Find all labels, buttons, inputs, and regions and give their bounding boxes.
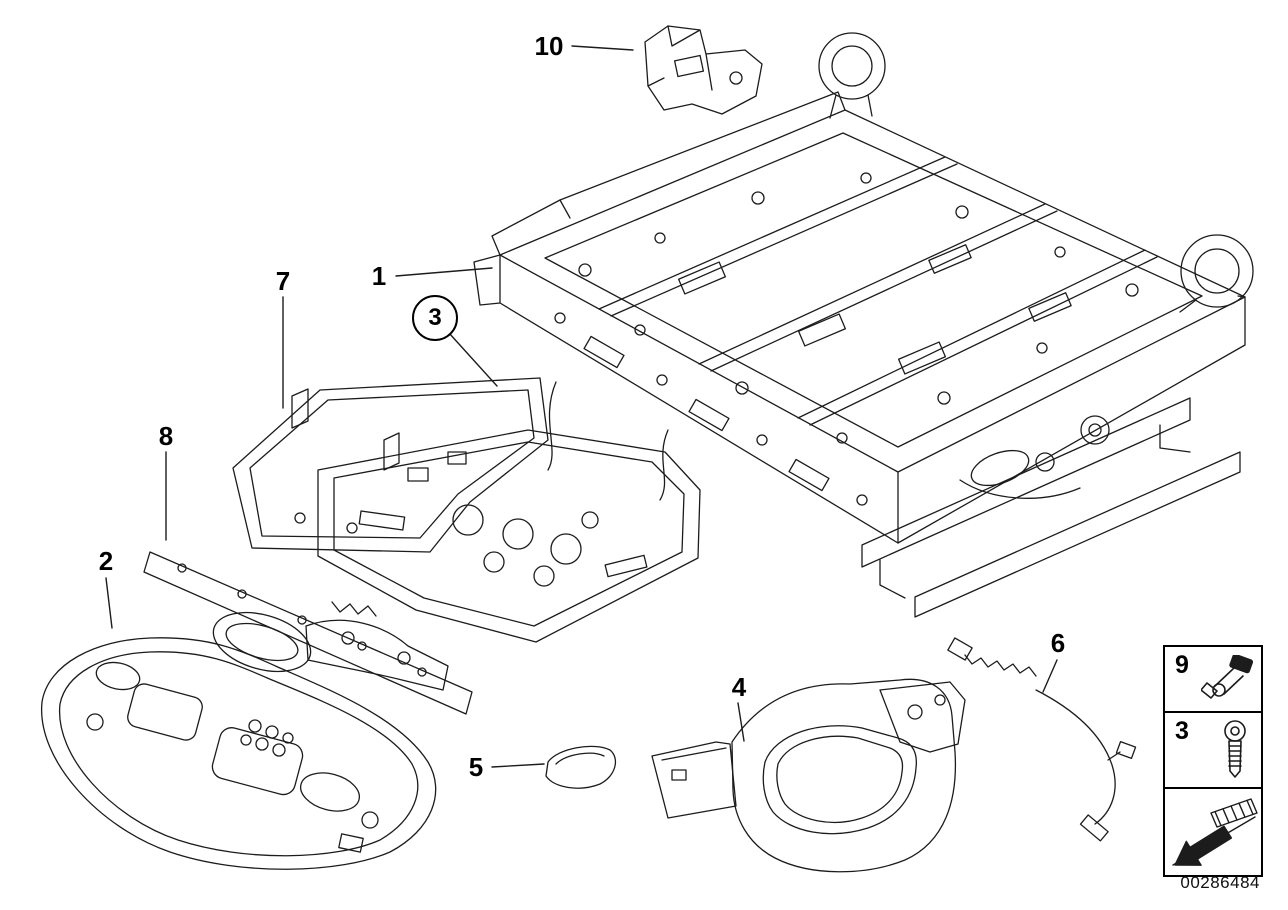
legend-panel: 9 3 <box>1163 645 1263 877</box>
front-direction-arrow-icon <box>1172 798 1258 866</box>
leader-lines <box>105 45 1058 768</box>
callout-1[interactable]: 1 <box>371 261 387 291</box>
callout-3-circled[interactable]: 3 <box>412 295 458 341</box>
legend-label-3: 3 <box>1175 717 1189 745</box>
pin-clamp-icon <box>1201 655 1254 699</box>
torx-screw-icon <box>1224 720 1246 778</box>
legend-item-3[interactable]: 3 <box>1165 713 1261 789</box>
part-side-trim <box>651 678 966 873</box>
legend-item-9[interactable]: 9 <box>1165 647 1261 713</box>
callout-7[interactable]: 7 <box>275 266 291 296</box>
callout-8[interactable]: 8 <box>158 421 174 451</box>
frame-holes <box>554 172 1139 506</box>
part-bowden-cable <box>947 637 1137 842</box>
legend-label-9: 9 <box>1175 651 1189 679</box>
part-rail-lever <box>143 551 473 715</box>
legend-direction-cell <box>1165 789 1261 875</box>
part-seat-pan <box>317 381 701 643</box>
part-headrest-bracket <box>644 25 763 115</box>
callout-4[interactable]: 4 <box>731 672 747 702</box>
callout-6[interactable]: 6 <box>1050 628 1066 658</box>
part-cap <box>545 745 617 789</box>
part-seat-frame <box>473 32 1254 618</box>
callout-10[interactable]: 10 <box>534 31 564 61</box>
part-floor-pan <box>41 637 437 870</box>
callout-5[interactable]: 5 <box>468 752 484 782</box>
callout-2[interactable]: 2 <box>98 546 114 576</box>
part-support-tray <box>232 377 549 553</box>
document-number: 00286484 <box>1180 873 1260 892</box>
